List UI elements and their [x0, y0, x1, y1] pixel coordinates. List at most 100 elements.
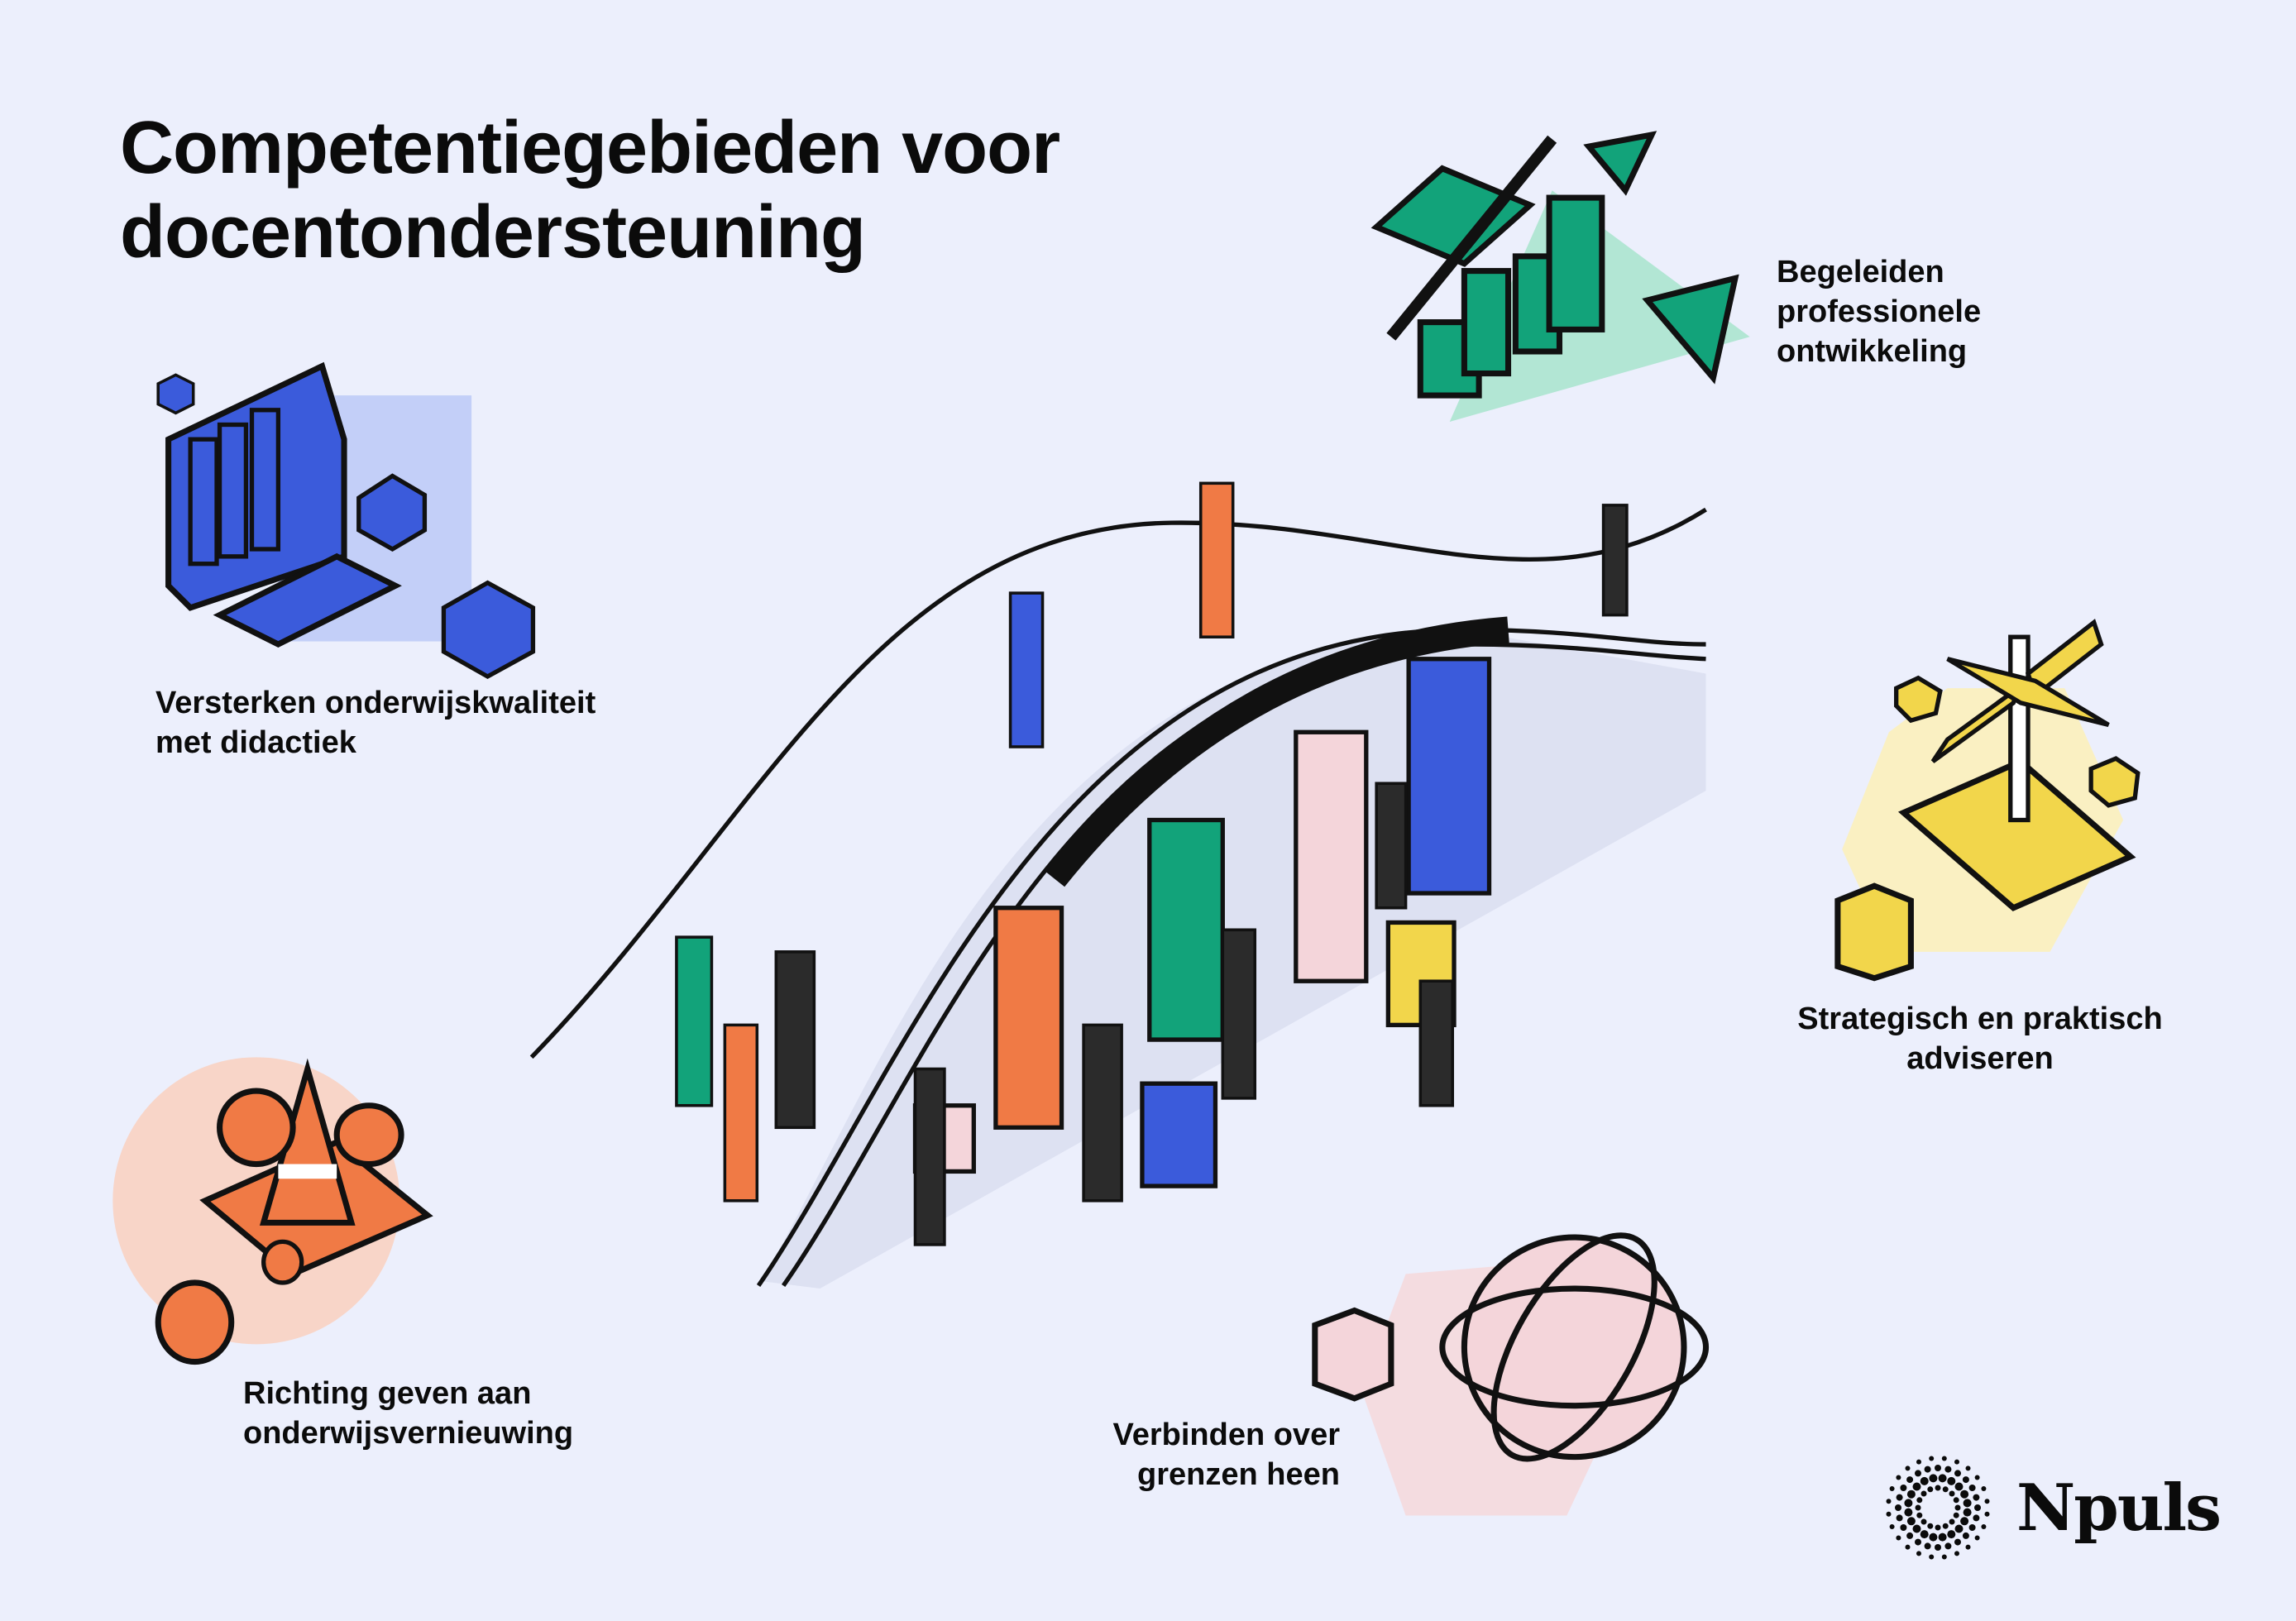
logo-dot [1916, 1551, 1921, 1556]
logo-dot [1954, 1459, 1959, 1465]
logo-dot [1929, 1456, 1935, 1461]
label-line: onderwijsvernieuwing [243, 1416, 574, 1451]
label-line: adviseren [1906, 1041, 2054, 1076]
signpost-illustration [1834, 619, 2141, 982]
logo-dot [1905, 1466, 1911, 1471]
logo-dot [1944, 1542, 1952, 1550]
logo-dot [1974, 1475, 1980, 1480]
label-line: ontwikkeling [1777, 334, 1968, 369]
logo-dot [1927, 1486, 1934, 1493]
logo-dot [1960, 1517, 1969, 1526]
logo-dot [1984, 1499, 1990, 1504]
logo-dot [1960, 1490, 1969, 1499]
logo-dot [1916, 1459, 1921, 1465]
logo-dot [1906, 1490, 1916, 1499]
label-line: grenzen heen [1137, 1457, 1340, 1492]
logo-dot [1916, 1512, 1923, 1518]
logo-dot [1953, 1497, 1959, 1504]
title-line: docentondersteuning [120, 191, 866, 274]
label-adviseren: Strategisch en praktisch adviseren [1773, 999, 2187, 1078]
dot-ring-icon [1886, 1456, 1990, 1560]
logo-dot [1935, 1524, 1941, 1531]
logo-dot [1968, 1524, 1976, 1531]
logo-dot [1954, 1551, 1959, 1556]
logo-dot [1984, 1511, 1990, 1517]
logo-dot [1906, 1517, 1916, 1526]
label-line: professionele [1777, 294, 1982, 329]
logo-dot [1962, 1532, 1969, 1539]
logo-dot [1900, 1524, 1907, 1531]
logo-dot [1965, 1544, 1971, 1550]
logo-dot [1981, 1486, 1987, 1491]
logo-dot [1927, 1523, 1934, 1529]
logo-text: Npuls [2016, 1470, 2222, 1546]
logo-dot [1929, 1533, 1938, 1542]
logo-dot [1924, 1542, 1931, 1550]
logo-dot [1944, 1466, 1952, 1473]
title-line: Competentiegebieden voor [120, 107, 1060, 189]
logo-dot [1900, 1485, 1907, 1491]
label-vernieuwing: Richting geven aan onderwijsvernieuwing [243, 1374, 573, 1453]
label-line: Versterken onderwijskwaliteit [155, 686, 596, 720]
growth-chart-illustration [1370, 131, 1750, 422]
page-title: Competentiegebieden voor docentondersteu… [120, 106, 1060, 275]
label-line: Richting geven aan [243, 1376, 532, 1411]
logo-dot [1886, 1511, 1892, 1517]
logo-dot [1889, 1524, 1895, 1529]
logo-dot [1886, 1499, 1892, 1504]
logo-dot [1912, 1482, 1921, 1491]
logo-dot [1949, 1490, 1955, 1497]
logo-dot [1915, 1538, 1921, 1546]
computer-books-illustration [156, 361, 536, 680]
logo-dot [1954, 1504, 1961, 1511]
logo-dot [1941, 1456, 1947, 1461]
logo-dot [1906, 1532, 1914, 1539]
logo-dot [1938, 1533, 1947, 1542]
logo-dot [1912, 1524, 1921, 1533]
logo-dot [1954, 1482, 1964, 1491]
logo-dot [1935, 1544, 1941, 1551]
label-line: Strategisch en praktisch [1797, 1002, 2163, 1036]
label-verbinden: Verbinden over grenzen heen [1009, 1415, 1340, 1494]
logo-dot [1963, 1499, 1972, 1508]
logo-dot [1935, 1485, 1941, 1491]
logo-dot [1896, 1514, 1903, 1522]
logo-dot [1915, 1504, 1921, 1511]
logo-dot [1915, 1470, 1921, 1477]
label-professionele-ontwikkeling: Begeleiden professionele ontwikkeling [1777, 252, 1981, 371]
logo-dot [1942, 1486, 1949, 1493]
label-line: met didactiek [155, 725, 356, 760]
npuls-logo: Npuls [1884, 1454, 2222, 1561]
logo-dot [1942, 1523, 1949, 1529]
logo-dot [1904, 1508, 1913, 1517]
logo-dot [1935, 1465, 1941, 1471]
logo-dot [1953, 1512, 1959, 1518]
logo-dot [1920, 1476, 1929, 1485]
logo-dot [1924, 1466, 1931, 1473]
label-line: Begeleiden [1777, 255, 1944, 289]
logo-dot [1921, 1490, 1927, 1497]
logo-dot [1920, 1530, 1929, 1539]
logo-dot [1965, 1466, 1971, 1471]
logo-dot [1973, 1494, 1980, 1501]
logo-dot [1889, 1486, 1895, 1491]
logo-dot [1954, 1538, 1961, 1546]
people-illustration [675, 481, 1629, 1246]
logo-dot [1941, 1554, 1947, 1560]
logo-dot [1962, 1476, 1969, 1484]
logo-dot [1904, 1499, 1913, 1508]
logo-dot [1981, 1524, 1987, 1529]
logo-dot [1896, 1494, 1903, 1501]
logo-dot [1954, 1524, 1964, 1533]
logo-dot [1947, 1476, 1956, 1485]
logo-dot [1954, 1470, 1961, 1477]
logo-dot [1916, 1497, 1923, 1504]
logo-dot [1968, 1485, 1976, 1491]
logo-dot [1938, 1474, 1947, 1483]
logo-dot [1974, 1535, 1980, 1541]
logo-dot [1895, 1504, 1901, 1511]
logo-dot [1906, 1476, 1914, 1484]
logo-dot [1973, 1514, 1980, 1522]
logo-dot [1929, 1474, 1938, 1483]
